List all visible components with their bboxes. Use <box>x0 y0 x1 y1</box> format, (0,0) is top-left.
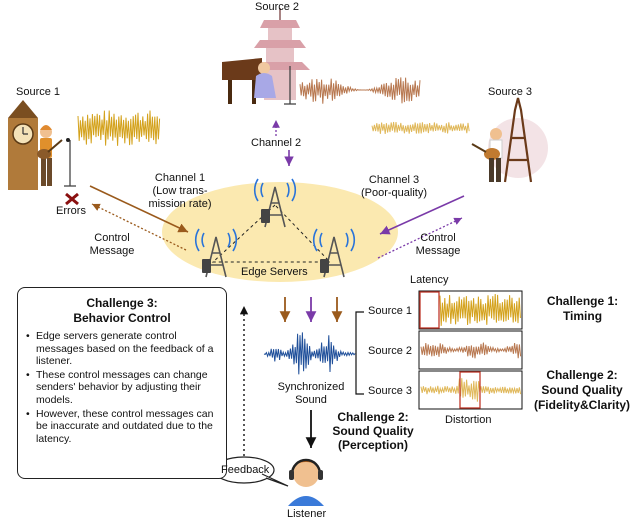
source2-label: Source 2 <box>255 1 300 13</box>
synchronized-waveform <box>263 332 356 375</box>
challenge2-quality-label: Challenge 2: Sound Quality (Fidelity&Cla… <box>533 368 630 412</box>
control-message-left: Control Message <box>89 232 135 257</box>
source3-waveform <box>371 121 470 135</box>
listener-illustration <box>288 458 324 506</box>
waveform-row-3-label: Source 3 <box>368 385 413 397</box>
challenge3-bullet: These control messages can change sender… <box>26 369 226 407</box>
feedback-label: Feedback <box>221 464 270 476</box>
channel3-arrow <box>379 195 465 235</box>
waveform-row-2-label: Source 2 <box>368 345 413 357</box>
channel3-label: Channel 3 (Poor-quality) <box>360 174 428 199</box>
channel1-label: Channel 1 (Low trans- mission rate) <box>148 172 212 210</box>
server-triangle <box>211 204 332 263</box>
latency-highlight <box>419 291 440 329</box>
distortion-label: Distortion <box>445 414 492 426</box>
synchronized-sound-label: Synchronized Sound <box>277 381 345 406</box>
source1-label: Source 1 <box>16 86 61 98</box>
challenge3-bullet: However, these control messages can be i… <box>26 408 226 446</box>
tower-top <box>253 178 297 228</box>
waveform-row-1-label: Source 1 <box>368 305 413 317</box>
control-message-right: Control Message <box>415 232 461 257</box>
challenge1-label: Challenge 1: Timing <box>546 294 619 323</box>
control-left-arrow <box>91 203 187 251</box>
tower-left <box>194 228 238 278</box>
waveform-row-2 <box>420 342 522 359</box>
edge-servers-label: Edge Servers <box>241 266 308 278</box>
challenge3-title: Challenge 3: Behavior Control <box>73 296 171 325</box>
tower-right <box>312 228 356 278</box>
listener-label: Listener <box>287 508 327 520</box>
source3-illustration <box>471 97 548 183</box>
latency-label: Latency <box>410 274 449 286</box>
channel2-label: Channel 2 <box>251 137 302 149</box>
errors-label: Errors <box>56 205 86 217</box>
source1-waveform <box>77 110 161 146</box>
error-cross-icon <box>65 192 79 206</box>
source2-waveform <box>299 77 421 104</box>
waveform-row-1 <box>439 293 521 326</box>
challenge2-perception: Challenge 2: Sound Quality (Perception) <box>332 410 414 452</box>
control-right-arrow <box>377 217 463 259</box>
channel1-arrow <box>89 185 189 233</box>
challenge3-bullet: Edge servers generate control messages b… <box>26 330 226 368</box>
sources-bracket <box>355 311 364 395</box>
distortion-highlight <box>459 371 481 409</box>
source1-illustration <box>8 100 76 190</box>
waveform-row-3 <box>420 378 522 402</box>
source2-illustration <box>222 8 310 105</box>
challenge3-bullets: Edge servers generate control messages b… <box>18 330 226 445</box>
challenge3-callout: Challenge 3: Behavior Control Edge serve… <box>17 287 227 479</box>
source3-label: Source 3 <box>488 86 533 98</box>
